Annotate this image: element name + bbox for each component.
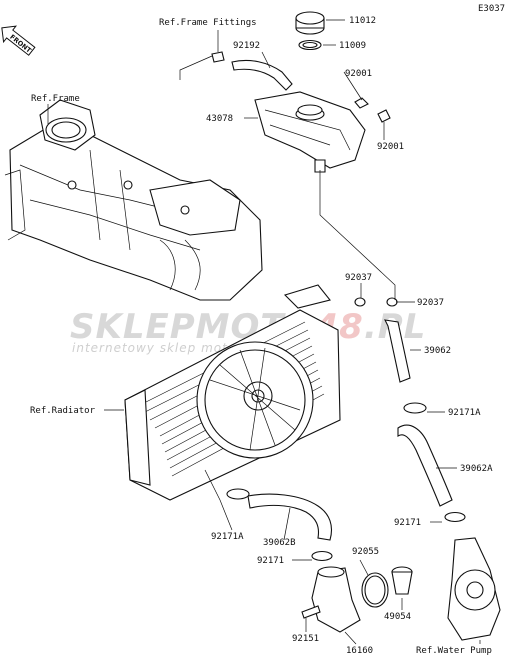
label-92037-left: 92037	[345, 273, 372, 283]
hose-39062b	[247, 493, 333, 541]
label-16160: 16160	[346, 646, 373, 656]
frame-fitting-clip	[211, 51, 225, 63]
clamp-92171a-lower	[226, 488, 250, 500]
reservoir-cap	[295, 11, 325, 35]
label-ref-frame: Ref.Frame	[31, 94, 80, 104]
label-11009: 11009	[339, 41, 366, 51]
label-92171-left: 92171	[257, 556, 284, 566]
part-labels: Ref.Frame Fittings 11012 11009 92192 920…	[30, 16, 493, 656]
bolt-92151	[301, 605, 321, 619]
clamp-92171-right	[444, 511, 466, 523]
label-43078: 43078	[206, 114, 233, 124]
label-92171-right: 92171	[394, 518, 421, 528]
leader-lines	[47, 19, 481, 645]
thermostat-housing	[311, 566, 361, 633]
label-11012: 11012	[349, 16, 376, 26]
label-92151: 92151	[292, 634, 319, 644]
diagram-code: E3037	[478, 4, 505, 14]
front-arrow-icon: FRONT	[1, 25, 36, 56]
label-92001-lower: 92001	[377, 142, 404, 152]
cooling-fan	[196, 341, 314, 459]
water-pump	[447, 537, 501, 641]
hose-39062	[384, 319, 411, 383]
label-39062a: 39062A	[460, 464, 493, 474]
label-ref-frame-fittings: Ref.Frame Fittings	[159, 18, 257, 28]
label-92055: 92055	[352, 547, 379, 557]
label-39062b: 39062B	[263, 538, 296, 548]
label-ref-water-pump: Ref.Water Pump	[416, 646, 492, 656]
hose-39062a	[397, 424, 453, 507]
clamp-92171a-upper	[403, 402, 427, 414]
o-ring-inner	[364, 575, 386, 605]
bolt-92001-a	[354, 97, 369, 109]
clamp-92037-b	[386, 297, 398, 307]
bolt-92001-b	[377, 109, 391, 123]
clamp-92037-a	[354, 297, 366, 307]
breather-hose	[231, 59, 293, 91]
label-92171a-right: 92171A	[448, 408, 481, 418]
label-92171a-left: 92171A	[211, 532, 244, 542]
thermostat	[391, 566, 413, 595]
seal-ring	[298, 39, 322, 51]
label-39062: 39062	[424, 346, 451, 356]
reservoir-tank	[254, 91, 366, 173]
label-92001-upper: 92001	[345, 69, 372, 79]
clamp-92171-left	[311, 550, 333, 562]
label-ref-radiator: Ref.Radiator	[30, 406, 96, 416]
frame-assembly	[4, 99, 263, 301]
label-92192: 92192	[233, 41, 260, 51]
label-92037-right: 92037	[417, 298, 444, 308]
label-49054: 49054	[384, 612, 411, 622]
